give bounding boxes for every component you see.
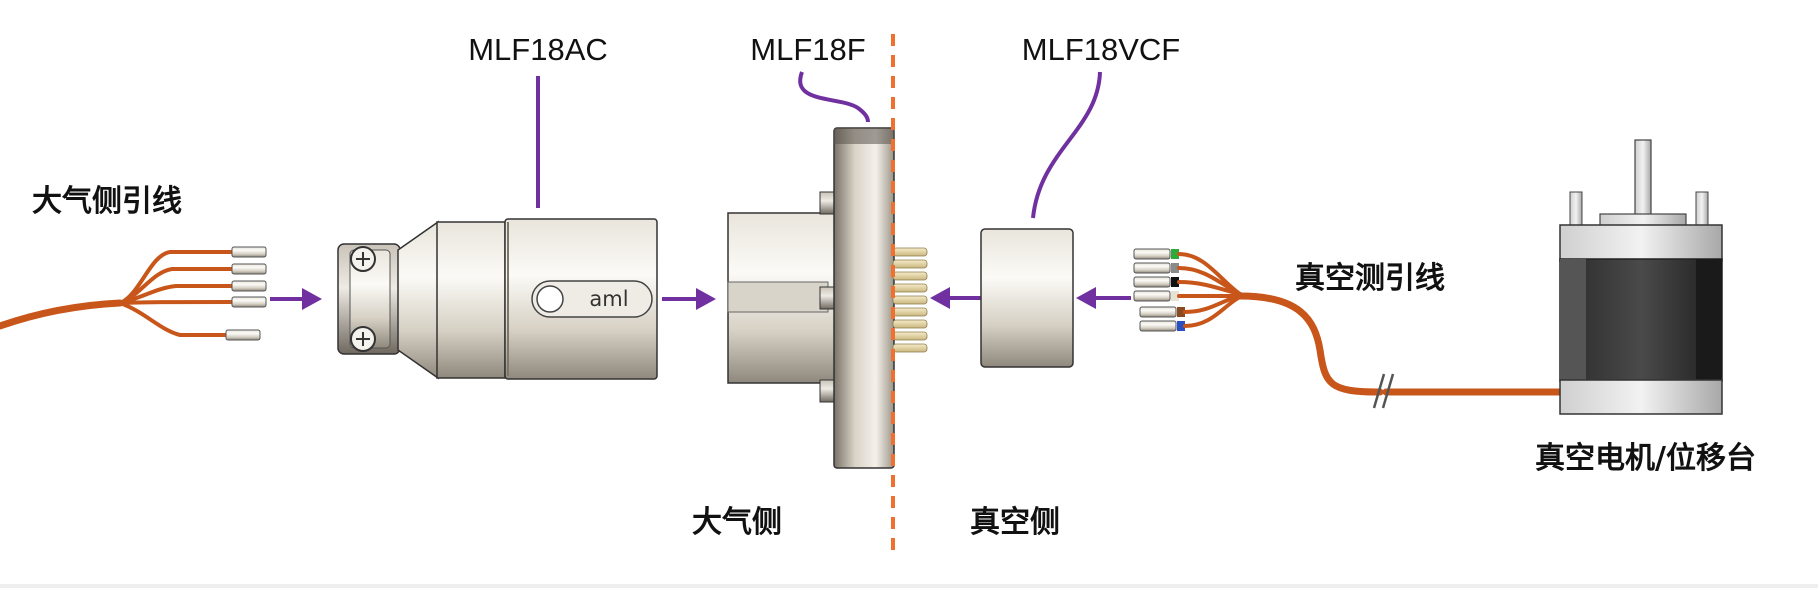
aml-logo-text: aml <box>589 287 628 311</box>
mlf18f-flange <box>727 127 928 469</box>
arrow-left-icon <box>1076 287 1131 309</box>
atmosphere-pin-contacts <box>225 246 267 341</box>
bottom-border <box>0 584 1818 588</box>
mlf18vcf-label: MLF18VCF <box>1022 32 1180 67</box>
wire-color-markers <box>1171 249 1185 331</box>
atmosphere-lead-wires <box>0 250 234 337</box>
mlf18vcf-connector <box>980 228 1074 368</box>
vacuum-side-label: 真空侧 <box>970 505 1060 540</box>
arrow-right-icon <box>270 288 322 310</box>
screw-icon <box>350 246 376 272</box>
mlf18ac-connector: aml <box>337 218 658 380</box>
vacuum-leads-label: 真空测引线 <box>1295 261 1445 296</box>
arrow-left-icon <box>930 287 985 309</box>
mlf18vcf-leader-line <box>1031 71 1102 219</box>
aml-logo: aml <box>531 280 653 318</box>
atmosphere-side-label: 大气侧 <box>692 505 782 540</box>
flange-pins <box>892 247 928 353</box>
vacuum-motor-label: 真空电机/位移台 <box>1535 441 1756 476</box>
vacuum-lead-wires <box>1177 252 1564 396</box>
vacuum-motor <box>1559 139 1723 415</box>
atmosphere-leads-label: 大气侧引线 <box>32 184 182 219</box>
mlf18f-leader-line <box>798 71 870 123</box>
mlf18ac-label: MLF18AC <box>468 32 608 67</box>
screw-icon <box>350 326 376 352</box>
arrow-right-icon <box>662 288 716 310</box>
mlf18f-label: MLF18F <box>750 32 865 67</box>
cable-break-icon <box>1372 373 1395 409</box>
vacuum-pin-contacts <box>1133 248 1177 332</box>
